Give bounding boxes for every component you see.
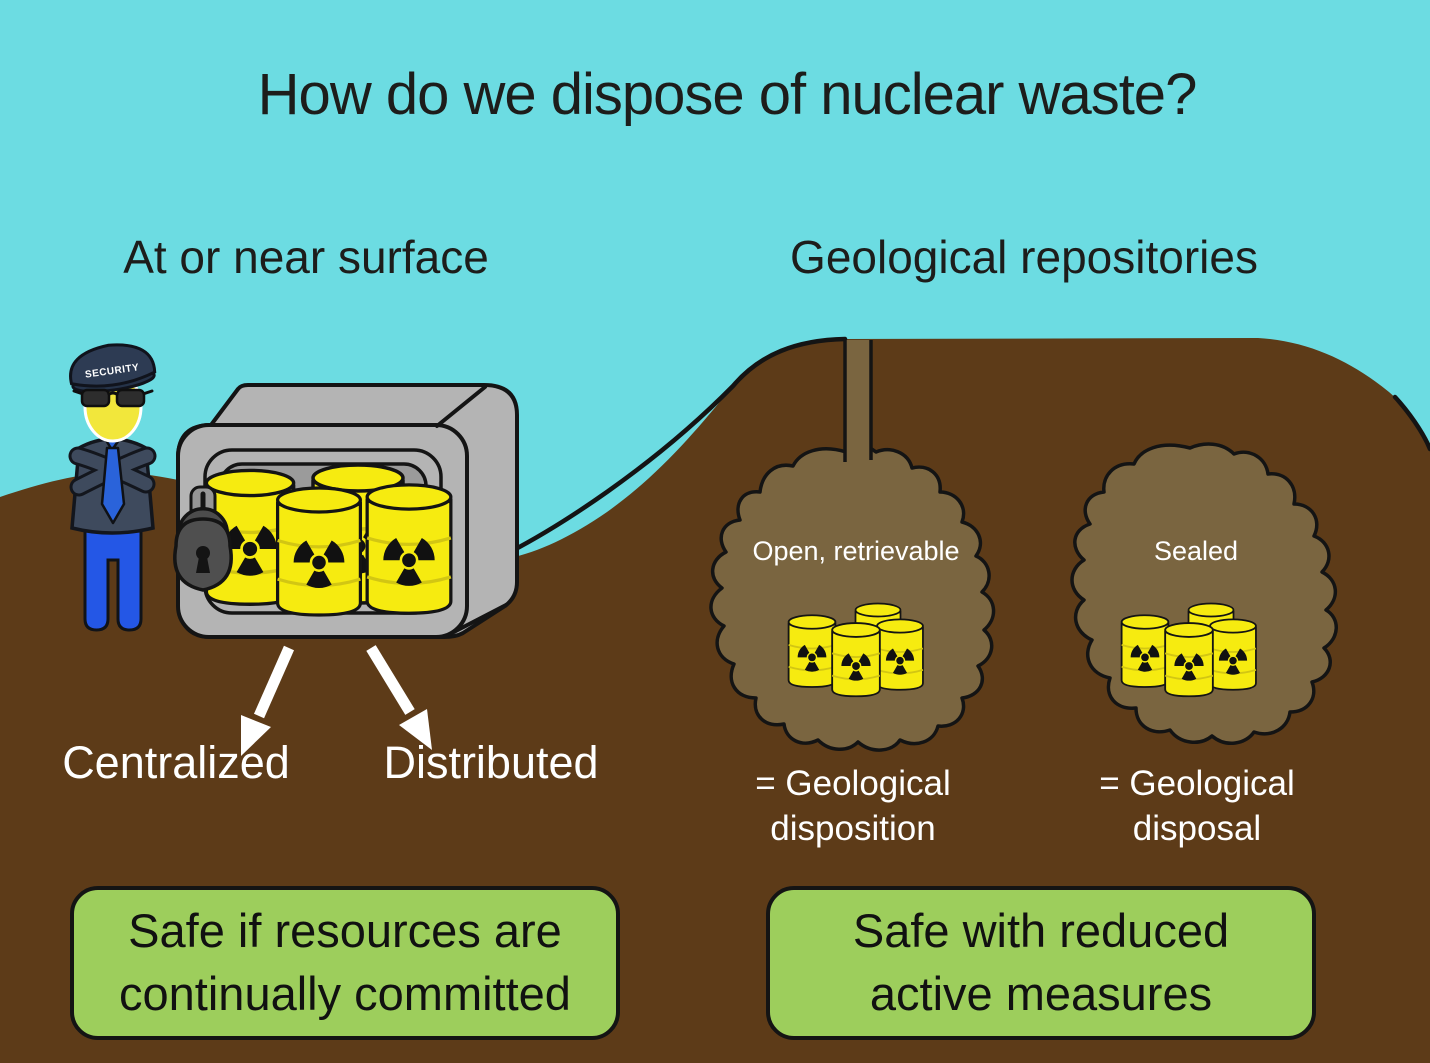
guard-pants [83,520,143,632]
label-geological-disposition: = Geological disposition [755,764,951,848]
label-centralized: Centralized [62,737,290,788]
padlock-icon [173,485,233,592]
label-distributed: Distributed [383,737,599,788]
verdict-geological-text: Safe with reduced active measures [852,904,1230,1020]
mound-slope-outline [507,336,848,555]
arrow-distributed [366,645,432,750]
ground [0,338,1430,1063]
storage-vault [176,383,519,639]
mound-corner-outline [1392,394,1430,452]
page-title: How do we dispose of nuclear waste? [257,62,1198,127]
security-guard: SECURITY [68,343,157,632]
label-geological-disposal: = Geological disposal [1099,764,1295,848]
heading-geological: Geological repositories [790,231,1258,283]
verdict-geological-box: Safe with reduced active measures [766,886,1316,1040]
label-open-retrievable: Open, retrievable [752,536,960,566]
heading-surface: At or near surface [123,231,489,283]
mine-shaft [843,340,873,480]
verdict-surface-text: Safe if resources are continually commit… [119,904,571,1020]
verdict-surface-box: Safe if resources are continually commit… [70,886,620,1040]
sunglasses-icon [72,388,154,408]
waste-barrels-vault [206,465,451,615]
label-sealed: Sealed [1153,536,1239,566]
arrow-centralized [241,645,295,756]
guard-cap: SECURITY [69,343,157,393]
